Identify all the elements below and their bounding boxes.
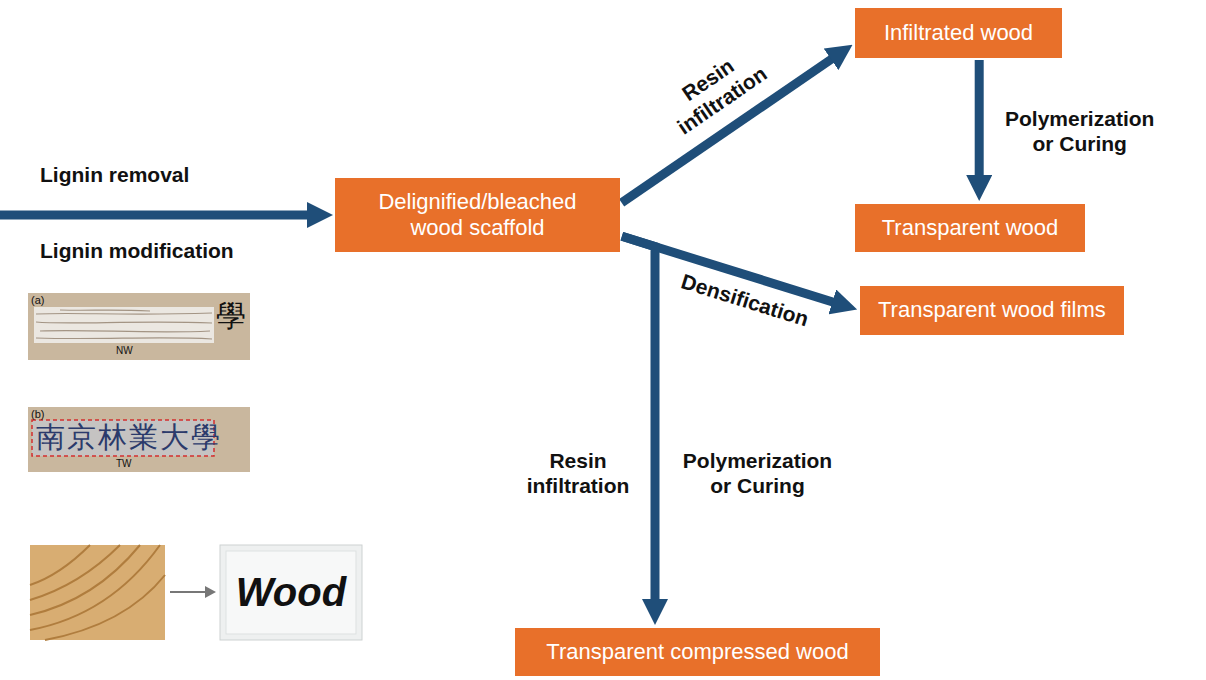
- box-text: Delignified/bleached wood scaffold: [353, 189, 602, 242]
- box-text: Transparent compressed wood: [546, 639, 848, 665]
- edge-label: Polymerization or Curing: [997, 106, 1162, 156]
- arrow-label: Polymerization or Curing: [675, 448, 840, 498]
- cjk-character: 學: [216, 298, 246, 334]
- conversion-arrow: [170, 586, 216, 598]
- box-text: Infiltrated wood: [884, 20, 1033, 46]
- edge-label: Resin infiltration: [651, 36, 778, 145]
- photo-text: Wood: [224, 568, 358, 616]
- photo-natural-wood: [28, 293, 250, 360]
- process-box: Delignified/bleached wood scaffold: [335, 178, 620, 252]
- box-text: Transparent wood films: [878, 297, 1106, 323]
- step-label: Lignin removal: [40, 162, 189, 187]
- photo-wood-block: [30, 545, 165, 640]
- process-box: Infiltrated wood: [855, 8, 1062, 58]
- flow-arrow: [975, 60, 984, 183]
- sample-label: NW: [116, 345, 133, 357]
- input-arrow: [0, 211, 315, 220]
- process-box: Transparent compressed wood: [515, 628, 880, 676]
- process-box: Transparent wood films: [860, 286, 1124, 335]
- process-box: Transparent wood: [855, 204, 1085, 252]
- arrow-label: Resin infiltration: [518, 448, 638, 498]
- flow-arrow: [622, 236, 655, 607]
- step-label: Lignin modification: [40, 238, 234, 263]
- box-text: Transparent wood: [882, 215, 1059, 241]
- photo-transparent-wood: [28, 407, 250, 472]
- sample-label: TW: [116, 458, 132, 470]
- panel-label: (b): [31, 408, 44, 421]
- photo-transparent-block: [220, 545, 362, 640]
- cjk-text: 南京林業大學: [36, 420, 222, 455]
- panel-label: (a): [31, 294, 44, 307]
